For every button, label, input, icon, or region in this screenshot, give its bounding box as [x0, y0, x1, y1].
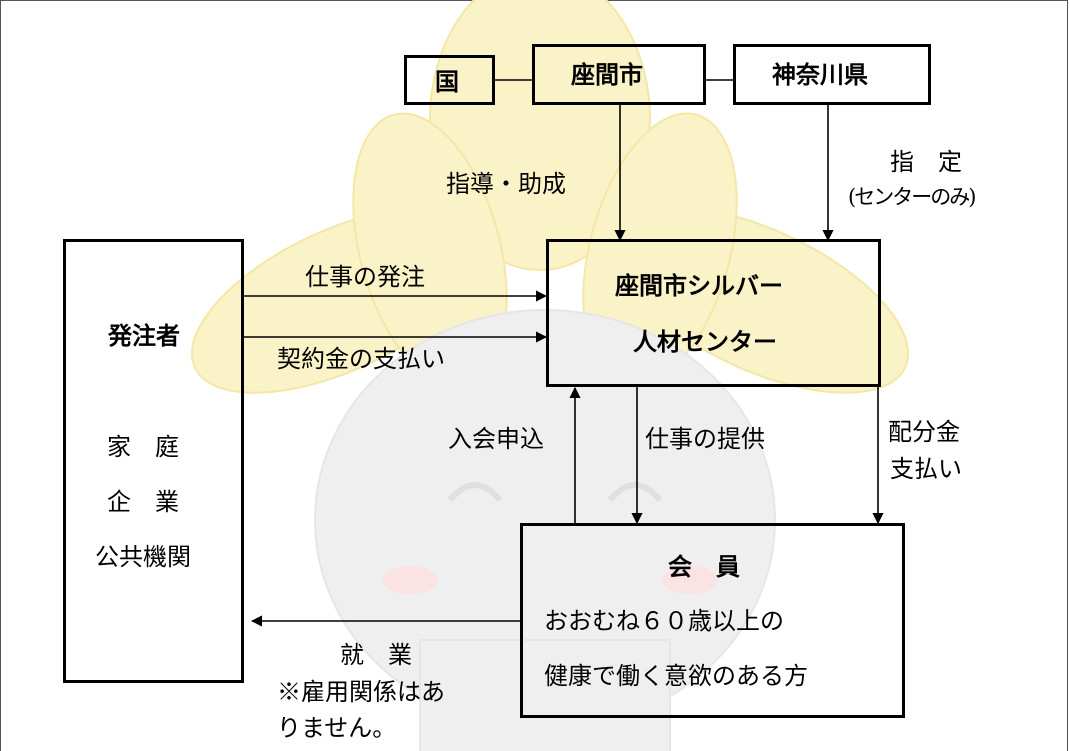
label-designation: 指 定	[890, 148, 962, 176]
label-member-title: 会 員	[668, 553, 740, 581]
label-zama-city: 座間市	[571, 61, 643, 89]
box-silver-center	[546, 239, 881, 387]
label-note-2: りません。	[277, 714, 397, 742]
label-member-line2: 健康で働く意欲のある方	[544, 662, 808, 690]
label-distribution-2: 支払い	[890, 455, 962, 483]
label-kanagawa: 神奈川県	[772, 61, 868, 89]
label-kuni: 国	[435, 68, 459, 96]
box-zama-city	[532, 44, 706, 105]
label-client-company: 企 業	[107, 488, 179, 516]
label-provide: 仕事の提供	[645, 425, 765, 453]
box-kanagawa	[733, 44, 931, 105]
label-designation-note: (センターのみ)	[848, 185, 976, 209]
label-note-1: ※雇用関係はあ	[277, 678, 445, 706]
label-order: 仕事の発注	[305, 263, 425, 291]
label-client-public: 公共機関	[95, 543, 191, 571]
label-client-title: 発注者	[108, 322, 180, 350]
label-work: 就 業	[340, 641, 412, 669]
label-center-line1: 座間市シルバー	[615, 272, 783, 300]
label-join: 入会申込	[448, 425, 544, 453]
box-kuni	[404, 55, 495, 105]
box-client	[63, 239, 244, 683]
label-guidance: 指導・助成	[446, 170, 566, 198]
label-client-home: 家 庭	[107, 433, 179, 461]
label-center-line2: 人材センター	[633, 328, 777, 356]
label-payment: 契約金の支払い	[277, 345, 445, 373]
label-distribution-1: 配分金	[888, 418, 960, 446]
label-member-line1: おおむね６０歳以上の	[544, 607, 784, 635]
box-member	[520, 523, 905, 718]
